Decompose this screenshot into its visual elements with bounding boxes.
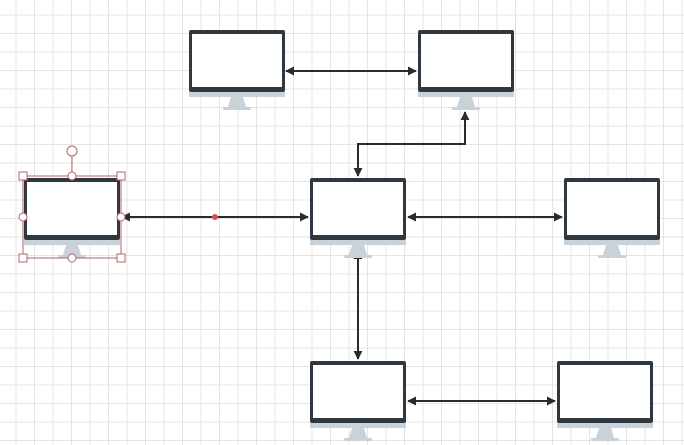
resize-handle-edge[interactable] xyxy=(116,212,126,222)
monitor-stand-base xyxy=(591,438,619,441)
monitor-stand-neck xyxy=(349,428,367,438)
monitor-stand-neck xyxy=(228,97,246,107)
resize-handle-corner[interactable] xyxy=(18,171,28,181)
monitor-chin xyxy=(564,240,660,245)
connector-midpoint-handle[interactable] xyxy=(212,214,218,220)
monitor-stand-base xyxy=(344,438,372,441)
monitor-stand-neck xyxy=(457,97,475,107)
resize-handle-corner[interactable] xyxy=(116,171,126,181)
resize-handle-edge[interactable] xyxy=(67,171,77,181)
monitor-stand-neck xyxy=(596,428,614,438)
resize-handle-edge[interactable] xyxy=(67,253,77,263)
resize-handle-corner[interactable] xyxy=(116,253,126,263)
nodes-layer xyxy=(24,30,660,441)
monitor-bottom-center[interactable] xyxy=(310,361,406,441)
monitor-stand-base xyxy=(598,255,626,258)
monitor-screen xyxy=(421,34,511,87)
monitor-bottom-right[interactable] xyxy=(557,361,653,441)
monitor-stand-neck xyxy=(349,245,367,255)
monitor-stand-neck xyxy=(603,245,621,255)
monitor-screen xyxy=(567,182,657,235)
monitor-screen xyxy=(192,34,282,87)
monitor-chin xyxy=(310,240,406,245)
monitor-chin xyxy=(24,240,120,245)
monitor-stand-neck xyxy=(63,245,81,255)
monitor-stand-base xyxy=(452,107,480,110)
monitor-top-right[interactable] xyxy=(418,30,514,110)
monitor-screen xyxy=(313,365,403,418)
selection-layer xyxy=(18,145,126,263)
connector-monitor-center-monitor-top-right[interactable] xyxy=(353,111,470,177)
resize-handle-corner[interactable] xyxy=(18,253,28,263)
monitor-stand-base xyxy=(344,255,372,258)
monitor-chin xyxy=(310,423,406,428)
monitor-left[interactable] xyxy=(24,178,120,258)
monitor-chin xyxy=(557,423,653,428)
monitor-center[interactable] xyxy=(310,178,406,258)
rotate-handle[interactable] xyxy=(66,145,78,157)
monitor-screen xyxy=(313,182,403,235)
edges-layer xyxy=(121,66,563,406)
monitor-right[interactable] xyxy=(564,178,660,258)
monitor-chin xyxy=(418,92,514,97)
monitor-top-left[interactable] xyxy=(189,30,285,110)
monitor-screen xyxy=(560,365,650,418)
monitor-stand-base xyxy=(223,107,251,110)
monitor-screen xyxy=(27,182,117,235)
monitor-chin xyxy=(189,92,285,97)
resize-handle-edge[interactable] xyxy=(18,212,28,222)
